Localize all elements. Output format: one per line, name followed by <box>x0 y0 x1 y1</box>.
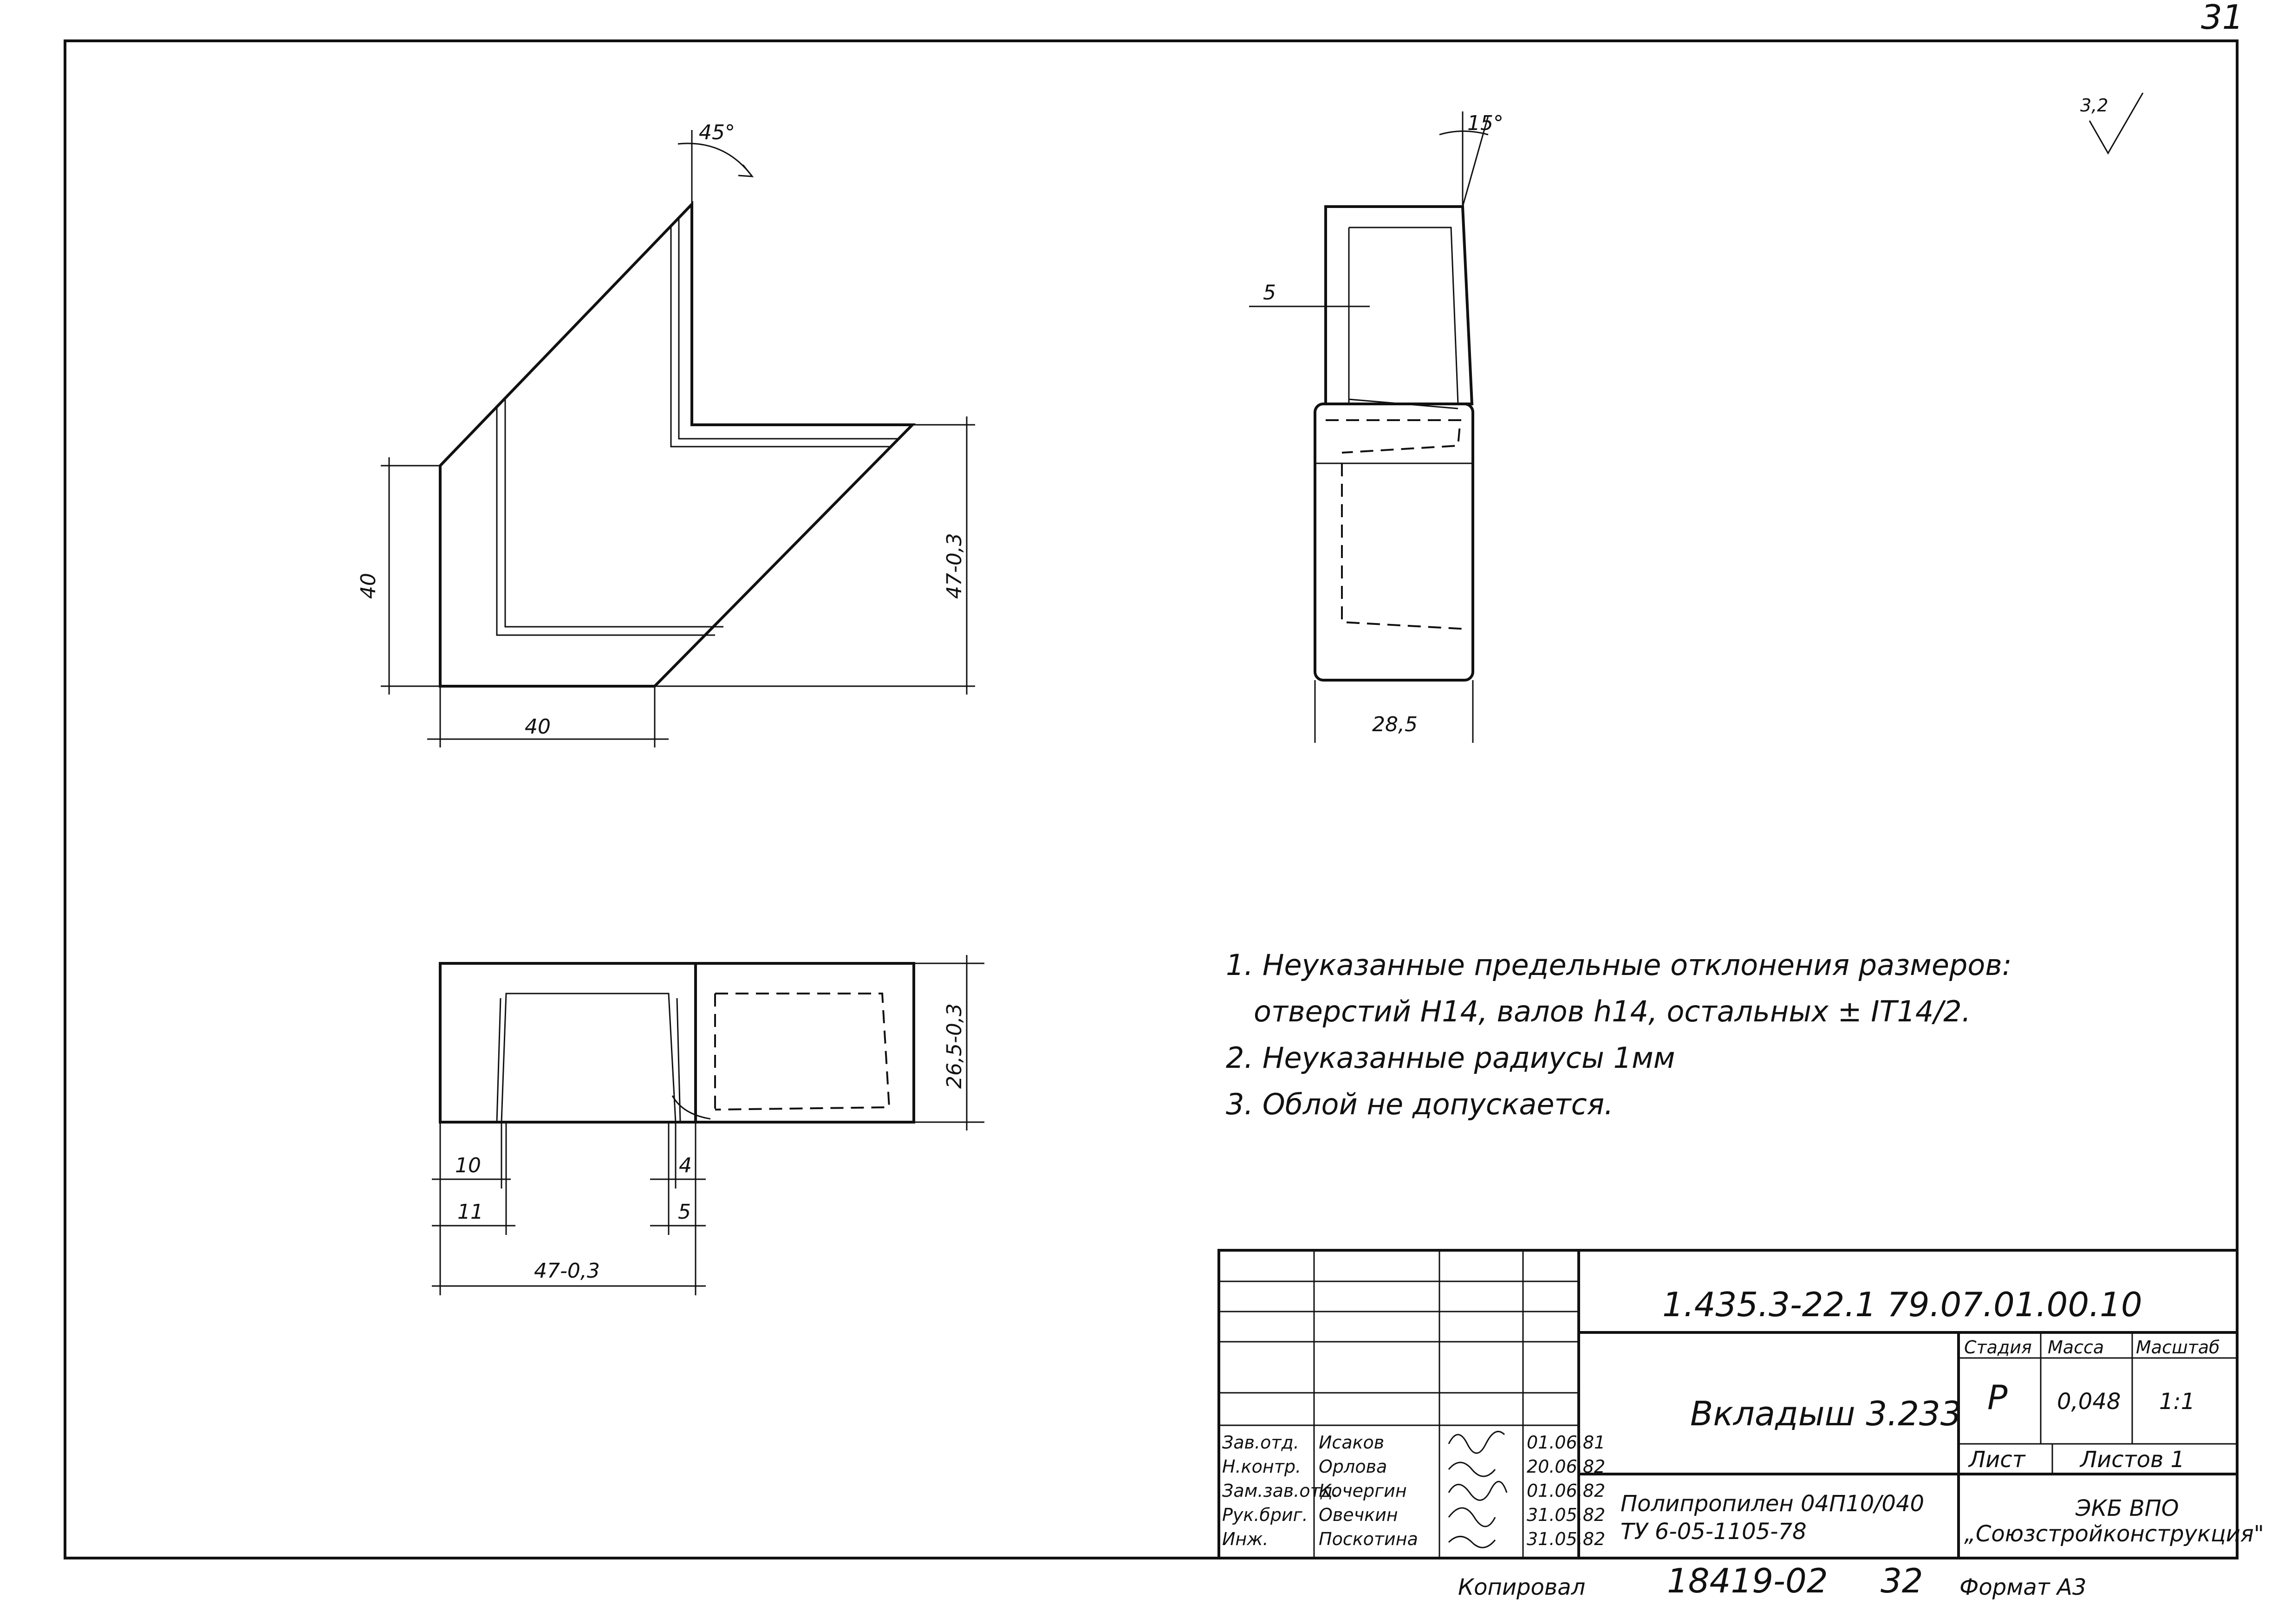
roughness-value: 3,2 <box>2080 95 2108 116</box>
sheets-label: Листов 1 <box>2079 1447 2185 1473</box>
role-5: Инж. <box>1222 1529 1269 1549</box>
name-4: Овечкин <box>1319 1505 1398 1525</box>
bottom-dim-10: 10 <box>455 1154 481 1177</box>
footer-copied: Копировал <box>1458 1574 1585 1600</box>
title-block: 1.435.3-22.1 79.07.01.00.10 Вкладыш 3.23… <box>1217 1249 2264 1559</box>
front-dim-height-right: 47-0,3 <box>943 533 966 599</box>
bottom-dim-height: 26,5-0,3 <box>943 1003 966 1089</box>
mass-header: Масса <box>2048 1337 2104 1358</box>
stage-value: Р <box>1987 1378 2008 1417</box>
scale-header: Масштаб <box>2136 1337 2220 1358</box>
side-dim-wall: 5 <box>1263 281 1276 305</box>
doc-number: 1.435.3-22.1 79.07.01.00.10 <box>1662 1285 2142 1324</box>
note-line-3: 2. Неуказанные радиусы 1мм <box>1226 1041 1675 1075</box>
front-dim-height: 40 <box>357 573 380 599</box>
note-line-2: отверстий H14, валов h14, остальных ± IT… <box>1254 994 1971 1028</box>
scale-value: 1:1 <box>2159 1389 2195 1415</box>
roughness-symbol: 3,2 <box>2080 92 2144 155</box>
name-5: Поскотина <box>1319 1529 1418 1549</box>
side-view: 5 28,5 15° <box>1249 111 1503 743</box>
date-5: 31.05.82 <box>1527 1529 1605 1549</box>
bottom-dim-11: 11 <box>457 1200 483 1224</box>
bottom-dim-total: 47-0,3 <box>534 1259 600 1283</box>
footer-sheet-code: 32 <box>1881 1561 1923 1600</box>
role-2: Н.контр. <box>1222 1456 1301 1477</box>
footer-order-number: 18419-02 <box>1667 1561 1828 1600</box>
part-name: Вкладыш 3.233 <box>1690 1394 1962 1433</box>
date-1: 01.06.81 <box>1527 1432 1605 1453</box>
front-view: 40 47-0,3 40 45° <box>357 121 975 747</box>
role-4: Рук.бриг. <box>1222 1505 1308 1525</box>
note-line-1: 1. Неуказанные предельные отклонения раз… <box>1226 948 2012 982</box>
material-line-2: ТУ 6-05-1105-78 <box>1621 1519 1807 1545</box>
material-line-1: Полипропилен 04П10/040 <box>1621 1491 1924 1517</box>
name-2: Орлова <box>1319 1456 1387 1477</box>
page-number: 31 <box>2201 0 2244 37</box>
stage-header: Стадия <box>1964 1337 2032 1358</box>
front-dim-width: 40 <box>525 715 551 739</box>
mass-value: 0,048 <box>2057 1389 2121 1415</box>
name-3: Кочергин <box>1319 1481 1407 1501</box>
side-dim-width: 28,5 <box>1372 713 1418 736</box>
date-4: 31.05.82 <box>1527 1505 1605 1525</box>
role-3: Зам.зав.отд. <box>1222 1481 1338 1501</box>
front-angle: 45° <box>699 121 735 144</box>
org-line-1: ЭКБ ВПО <box>2075 1495 2179 1521</box>
org-line-2: „Союзстройконструкция" <box>1964 1521 2264 1547</box>
date-2: 20.06.82 <box>1527 1456 1605 1477</box>
sheet-footer: Копировал 18419-02 32 Формат А3 <box>1458 1561 2086 1600</box>
technical-notes: 1. Неуказанные предельные отклонения раз… <box>1226 948 2012 1121</box>
bottom-dim-5: 5 <box>678 1200 691 1224</box>
side-angle: 15° <box>1467 111 1503 135</box>
date-3: 01.06.82 <box>1527 1481 1605 1501</box>
note-line-4: 3. Облой не допускается. <box>1226 1087 1614 1121</box>
footer-format: Формат А3 <box>1959 1574 2086 1600</box>
sheet-frame <box>64 39 2239 1559</box>
name-1: Исаков <box>1319 1432 1384 1453</box>
role-1: Зав.отд. <box>1222 1432 1299 1453</box>
bottom-dim-4: 4 <box>679 1154 692 1177</box>
bottom-view: 26,5-0,3 10 11 4 5 47-0,3 <box>432 955 984 1295</box>
sheet-label: Лист <box>1968 1447 2026 1473</box>
signatures <box>1448 1430 1508 1548</box>
